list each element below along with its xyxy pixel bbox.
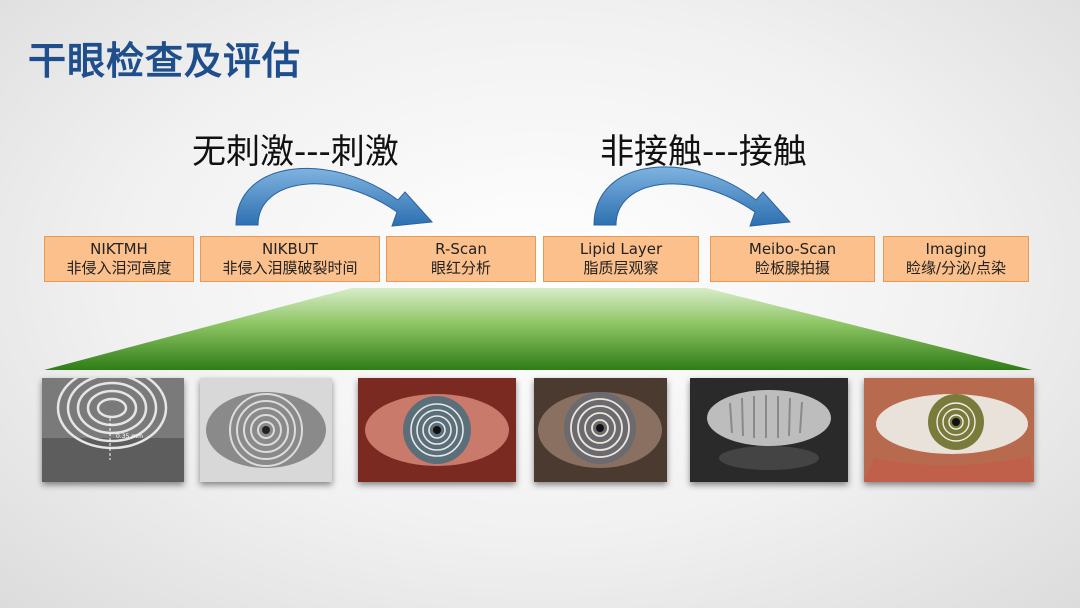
photo-nikbut (200, 378, 332, 482)
eye-photo-placido-rings (200, 378, 332, 482)
eye-photo-red-eye (358, 378, 516, 482)
method-name: Imaging (925, 240, 987, 258)
method-name: Lipid Layer (579, 240, 663, 258)
photo-meibo-scan (690, 378, 848, 482)
method-desc: 非侵入泪膜破裂时间 (222, 259, 358, 277)
eye-photo-lipid-layer (534, 378, 667, 482)
method-desc: 非侵入泪河高度 (66, 259, 172, 277)
photo-niktmh: 0.35 mm (42, 378, 184, 482)
right-arrow-label: 非接触---接触 (600, 132, 807, 172)
method-box-rscan: R-Scan 眼红分析 (386, 236, 536, 282)
eye-photo-lid-margin (864, 378, 1034, 482)
left-arrow-label: 无刺激---刺激 (192, 132, 399, 172)
photo-lipid-layer (534, 378, 667, 482)
method-name: Meibo-Scan (748, 240, 837, 258)
method-desc: 睑缘/分泌/点染 (905, 259, 1007, 277)
eye-photo-meibography (690, 378, 848, 482)
method-name: NIKTMH (90, 240, 148, 258)
photo-rscan (358, 378, 516, 482)
left-curved-arrow-icon (235, 167, 434, 227)
method-box-meibo-scan: Meibo-Scan 睑板腺拍摄 (710, 236, 875, 282)
method-desc: 脂质层观察 (583, 259, 659, 277)
method-name: NIKBUT (262, 240, 318, 258)
eye-photo-grayscale-meniscus: 0.35 mm (42, 378, 184, 482)
method-box-niktmh: NIKTMH 非侵入泪河高度 (44, 236, 194, 282)
method-desc: 眼红分析 (430, 259, 491, 277)
slide-title: 干眼检查及评估 (28, 39, 302, 83)
method-box-imaging: Imaging 睑缘/分泌/点染 (883, 236, 1029, 282)
method-desc: 睑板腺拍摄 (754, 259, 830, 277)
method-box-nikbut: NIKBUT 非侵入泪膜破裂时间 (200, 236, 380, 282)
method-name: R-Scan (435, 240, 487, 258)
meniscus-measure-label: 0.35 mm (116, 433, 143, 440)
photo-imaging (864, 378, 1034, 482)
right-curved-arrow-icon (593, 166, 792, 227)
method-box-lipid-layer: Lipid Layer 脂质层观察 (543, 236, 699, 282)
